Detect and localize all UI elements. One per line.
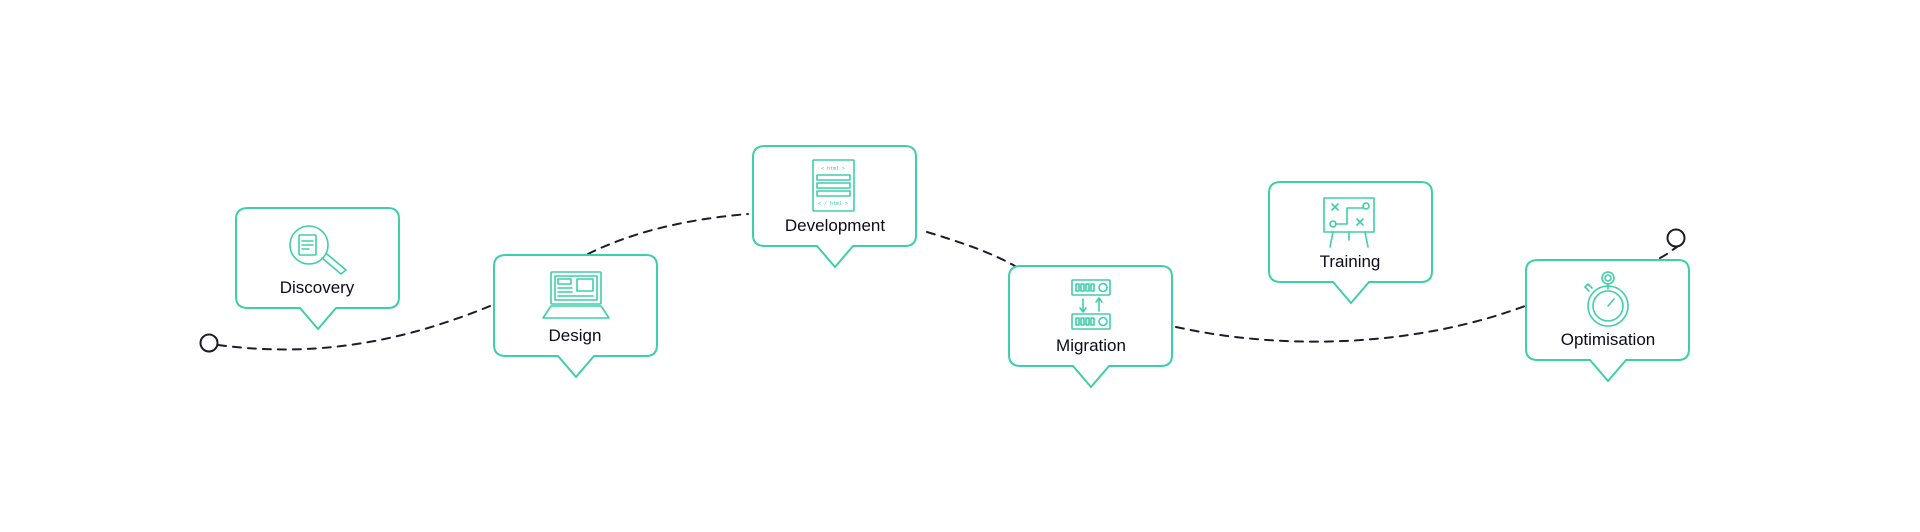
step-design-label: Design xyxy=(549,326,602,345)
path-segment-design-development xyxy=(587,213,749,255)
path-segment-end xyxy=(1659,246,1678,259)
html-file-icon xyxy=(812,159,855,212)
step-training-label: Training xyxy=(1320,252,1381,271)
html-open-tag: < html > xyxy=(821,166,845,172)
html-close-tag: < / html > xyxy=(818,201,848,207)
step-optimisation-label: Optimisation xyxy=(1561,330,1655,349)
step-discovery-bubble xyxy=(235,207,400,331)
step-design: Design xyxy=(493,254,658,379)
step-discovery: Discovery xyxy=(235,207,400,331)
laptop-icon xyxy=(542,271,610,319)
step-development: < html > < / html > Development xyxy=(752,145,917,269)
path-segment-development-migration xyxy=(926,231,1016,267)
step-development-bubble xyxy=(752,145,917,269)
path-segment-start xyxy=(217,303,496,351)
path-segment-migration-optimisation xyxy=(1175,305,1526,343)
step-migration: Migration xyxy=(1008,265,1173,389)
step-migration-label: Migration xyxy=(1056,336,1126,355)
roadmap-path xyxy=(217,213,1678,351)
stopwatch-icon xyxy=(1584,271,1629,327)
step-migration-bubble xyxy=(1008,265,1173,389)
path-start-marker xyxy=(199,333,219,353)
step-development-label: Development xyxy=(785,216,885,235)
path-end-marker xyxy=(1666,228,1686,248)
strategy-board-icon xyxy=(1323,197,1375,248)
step-training: Training xyxy=(1268,181,1433,305)
step-training-bubble xyxy=(1268,181,1433,305)
magnifier-document-icon xyxy=(289,225,347,275)
step-design-bubble xyxy=(493,254,658,379)
step-discovery-label: Discovery xyxy=(280,278,355,297)
step-optimisation: Optimisation xyxy=(1525,259,1690,383)
server-transfer-icon xyxy=(1071,279,1111,330)
